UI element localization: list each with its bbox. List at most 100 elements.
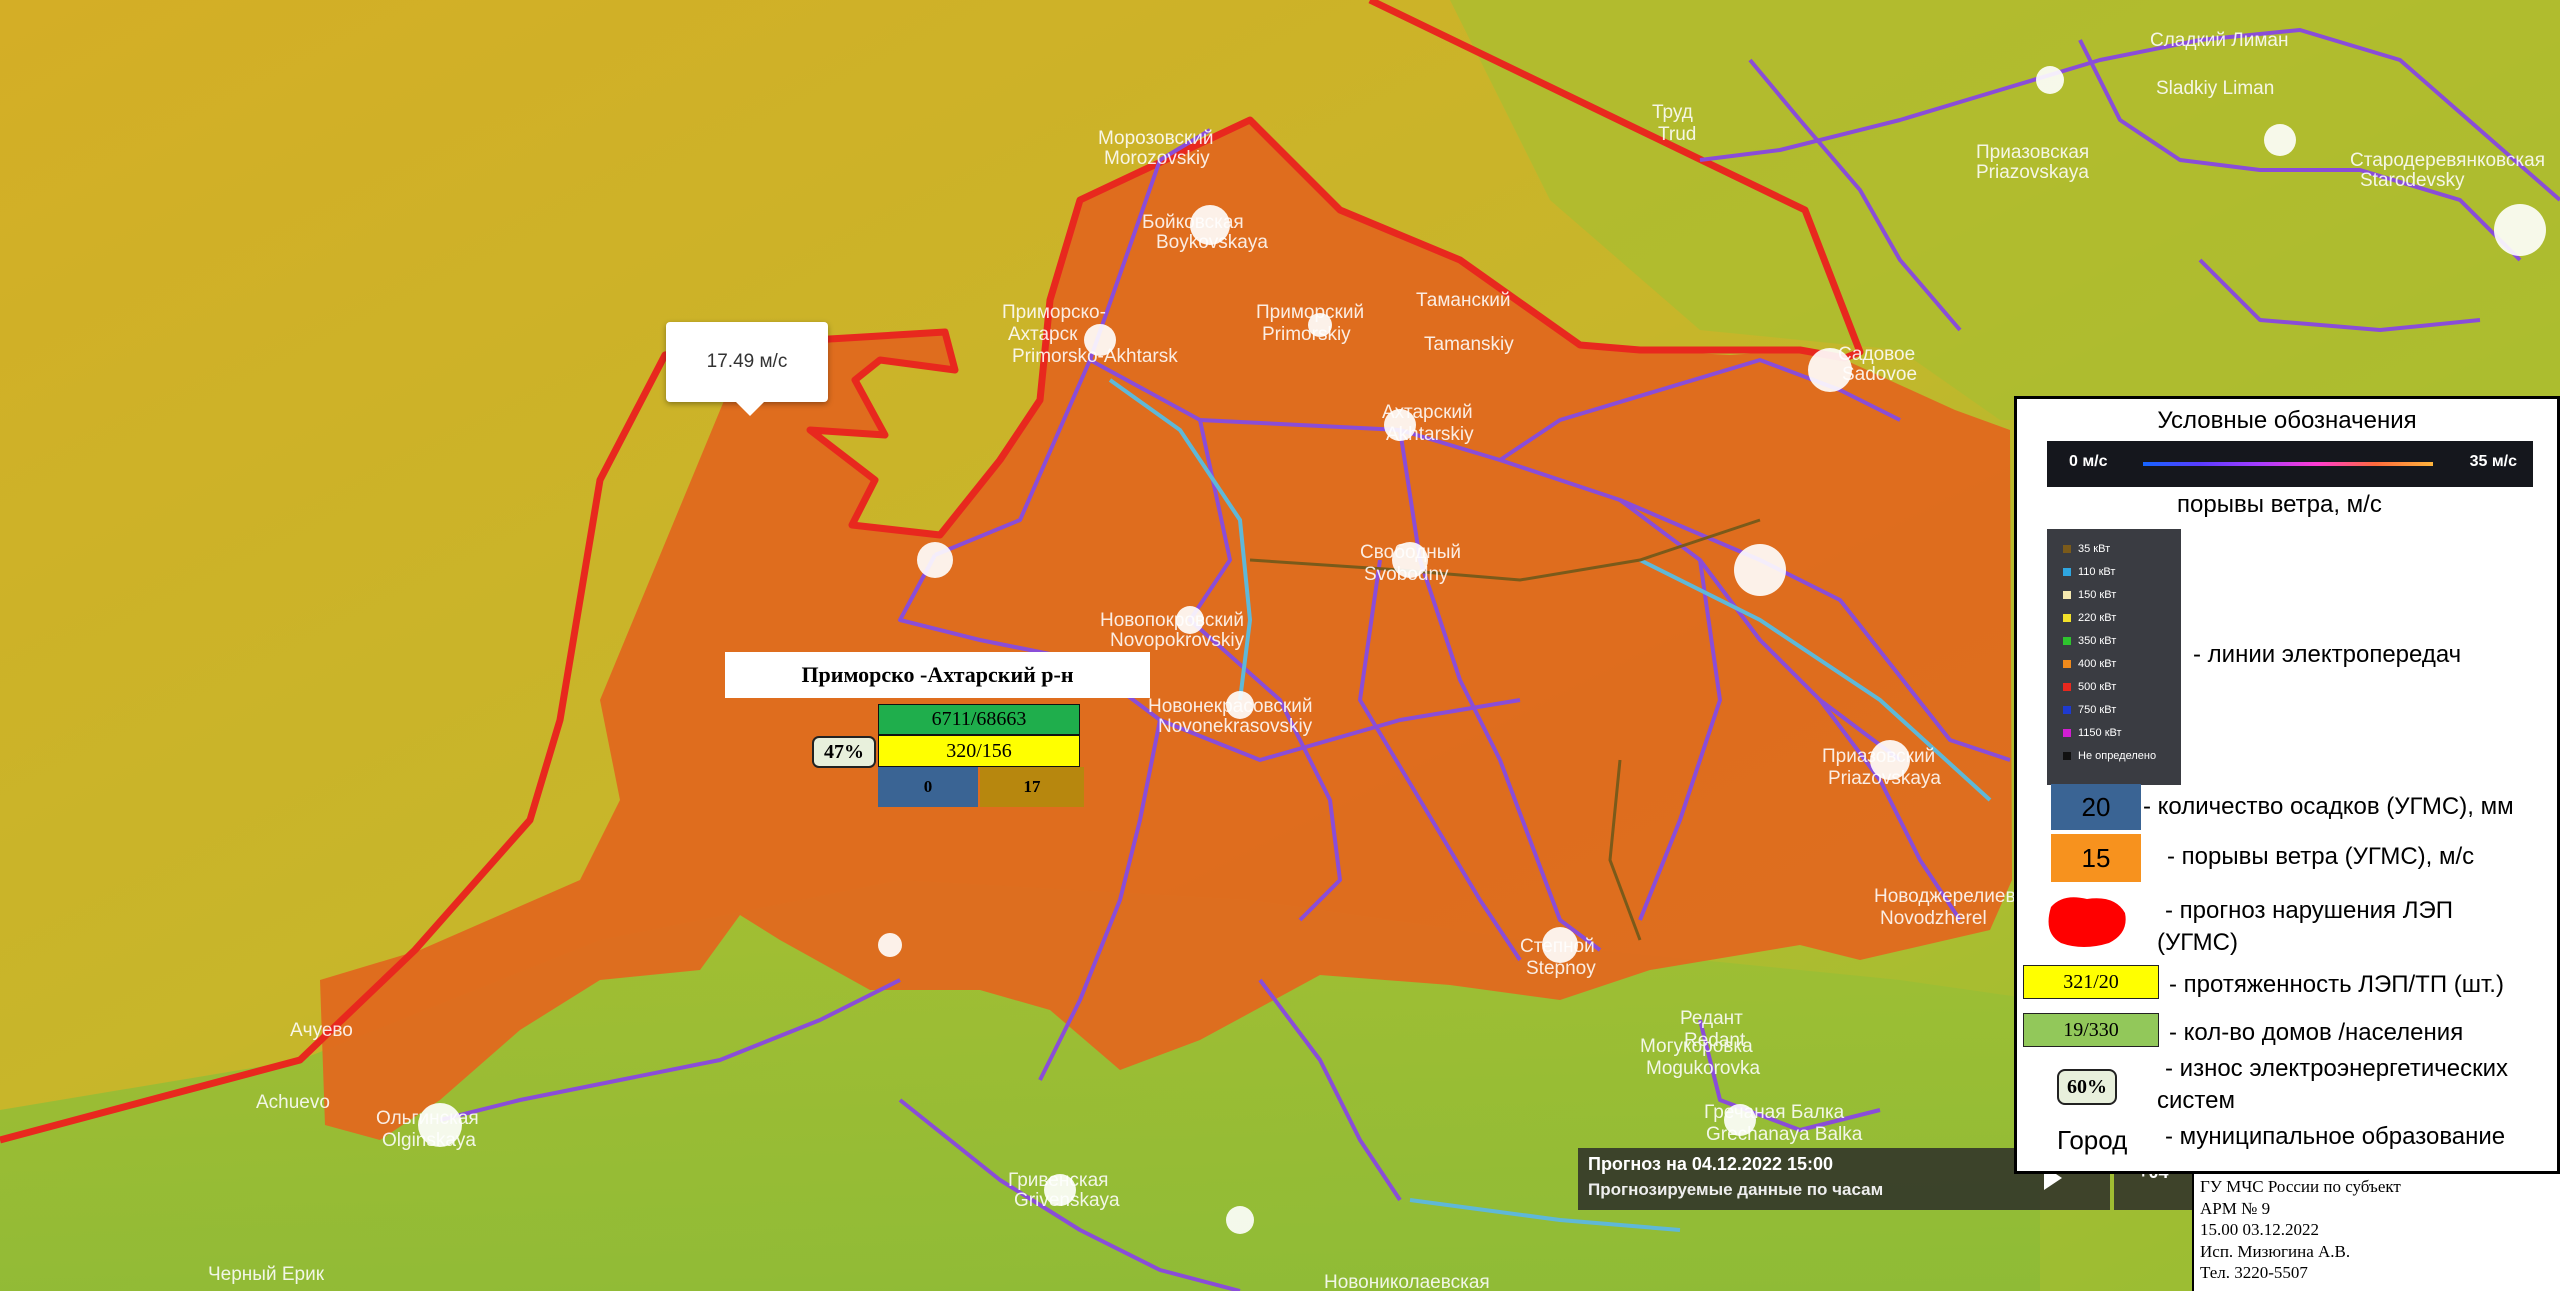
settlements	[418, 66, 2546, 1234]
place-label: Могукоровка	[1640, 1036, 1753, 1057]
signature-line: 15.00 03.12.2022	[2200, 1220, 2319, 1240]
lines-caption: - линии электропередач	[2193, 641, 2462, 668]
place-label: Grechanaya Balka	[1706, 1124, 1863, 1145]
district-title: Приморско -Ахтарский р-н	[725, 652, 1150, 698]
place-label: Редант	[1680, 1008, 1743, 1029]
forecast-subtitle: Прогнозируемые данные по часам	[1588, 1180, 1884, 1199]
forecast-boundary	[0, 0, 1864, 1144]
place-label: Гречаная Балка	[1704, 1102, 1845, 1123]
line-type-label: 350 кВт	[2078, 635, 2117, 647]
line-type-label: 110 кВт	[2078, 566, 2116, 578]
line-swatch	[2063, 752, 2071, 760]
place-label: Stepnoy	[1526, 958, 1596, 979]
place-label: Akhtarskiy	[1386, 424, 1474, 445]
place-label: Achuevo	[256, 1092, 330, 1113]
place-label: Новониколаевская	[1324, 1272, 1490, 1291]
place-label: Новоджерелиевская	[1874, 886, 2054, 907]
wind-gradient-scale: 0 м/с 35 м/с	[2047, 441, 2533, 487]
place-label: Trud	[1658, 124, 1696, 145]
city-caption: - муниципальное образование	[2165, 1123, 2506, 1150]
length-swatch: 321/20	[2023, 965, 2159, 999]
line-swatch	[2063, 706, 2071, 714]
signature-line: АРМ № 9	[2200, 1198, 2271, 1218]
line-swatch	[2063, 568, 2071, 576]
line-swatch	[2063, 545, 2071, 553]
place-label: Приазовский	[1822, 746, 1935, 767]
wear-caption-2: систем	[2157, 1087, 2235, 1114]
power-lines	[439, 28, 2560, 1291]
place-label: Свободный	[1360, 542, 1461, 563]
line-type-item: 350 кВт	[2063, 631, 2116, 651]
place-label: Starodevsky	[2360, 170, 2465, 191]
line-swatch	[2063, 729, 2071, 737]
length-caption: - протяженность ЛЭП/ТП (шт.)	[2169, 971, 2504, 998]
district-wear-badge: 47%	[812, 736, 876, 768]
place-label: Черный Ерик	[208, 1264, 325, 1285]
place-label: Новонекрасовский	[1148, 696, 1312, 717]
houses-swatch: 19/330	[2023, 1013, 2159, 1047]
line-type-item: 1150 кВт	[2063, 723, 2122, 743]
line-type-item: 400 кВт	[2063, 654, 2116, 674]
place-label: Сладкий Лиман	[2150, 30, 2288, 51]
precip-caption: - количество осадков (УГМС), мм	[2143, 793, 2514, 820]
place-label: Бойковская	[1142, 212, 1244, 233]
green-northeast	[1450, 0, 2560, 420]
line-type-item: 110 кВт	[2063, 562, 2115, 582]
signature-line: Тел. 3220-5507	[2200, 1263, 2308, 1283]
line-swatch	[2063, 614, 2071, 622]
line-type-item: 220 кВт	[2063, 608, 2116, 628]
line-type-label: 500 кВт	[2078, 681, 2117, 693]
place-label: Труд	[1652, 102, 1693, 123]
signature-block: ГУ МЧС России по субъект АРМ № 9 15.00 0…	[2192, 1172, 2560, 1291]
line-type-item: 35 кВт	[2063, 539, 2110, 559]
line-type-label: 400 кВт	[2078, 658, 2117, 670]
place-label: Новопокровский	[1100, 610, 1244, 631]
place-label: Стародеревянковская	[2350, 150, 2545, 171]
wind-speed-tooltip: 17.49 м/с	[666, 322, 828, 416]
place-label: Ахтарский	[1382, 402, 1473, 423]
forecast-caption-2: (УГМС)	[2157, 929, 2238, 956]
place-label: Svobodny	[1364, 564, 1449, 585]
gradient-max-label: 35 м/с	[2469, 453, 2517, 470]
place-label: Novopokrovskiy	[1110, 630, 1245, 651]
place-label: Степной	[1520, 936, 1595, 957]
line-swatch	[2063, 683, 2071, 691]
place-label: Садовое	[1838, 344, 1915, 365]
place-label: Primorskiy	[1262, 324, 1351, 345]
forecast-caption-1: - прогноз нарушения ЛЭП	[2165, 897, 2453, 924]
place-label: Ольгинская	[376, 1108, 479, 1129]
gust-caption: - порывы ветра (УГМС), м/с	[2167, 843, 2475, 870]
wear-caption-1: - износ электроэнергетических	[2165, 1055, 2508, 1082]
line-type-label: Не определено	[2078, 750, 2157, 762]
houses-caption: - кол-во домов /населения	[2169, 1019, 2464, 1046]
place-label: Ахтарск	[1008, 324, 1078, 345]
legend-panel: Условные обозначения 0 м/с 35 м/с порывы…	[2014, 396, 2560, 1174]
line-swatch	[2063, 637, 2071, 645]
line-type-label: 1150 кВт	[2078, 727, 2122, 739]
gust-swatch: 15	[2051, 834, 2141, 882]
forecast-title: Прогноз на 04.12.2022 15:00	[1588, 1154, 1834, 1174]
forecast-panel: Прогноз на 04.12.2022 15:00 Прогнозируем…	[1578, 1148, 2000, 1210]
district-precip: 0	[878, 767, 978, 807]
wear-swatch: 60%	[2057, 1069, 2117, 1105]
place-label: Морозовский	[1098, 128, 1214, 149]
place-label: Boykovskaya	[1156, 232, 1268, 253]
place-label: Novodzherel	[1880, 908, 1987, 929]
district-gusts: 17	[980, 767, 1084, 807]
precip-swatch: 20	[2051, 784, 2141, 830]
forecast-blob-icon	[2048, 897, 2126, 947]
line-type-item: 750 кВт	[2063, 700, 2116, 720]
place-label: Приморско-	[1002, 302, 1106, 323]
place-label: Приморский	[1256, 302, 1364, 323]
place-label: Mogukorovka	[1646, 1058, 1760, 1079]
line-type-label: 750 кВт	[2078, 704, 2117, 716]
line-type-label: 35 кВт	[2078, 543, 2111, 555]
place-label: Novonekrasovskiy	[1158, 716, 1313, 737]
place-label: Primorsko-Akhtarsk	[1012, 346, 1178, 367]
place-label: Приазовская	[1976, 142, 2089, 163]
line-type-label: 220 кВт	[2078, 612, 2117, 624]
line-type-item: 500 кВт	[2063, 677, 2116, 697]
legend-title: Условные обозначения	[2157, 407, 2417, 434]
gradient-min-label: 0 м/с	[2069, 453, 2108, 470]
wind-speed-value: 17.49 м/с	[706, 351, 788, 372]
